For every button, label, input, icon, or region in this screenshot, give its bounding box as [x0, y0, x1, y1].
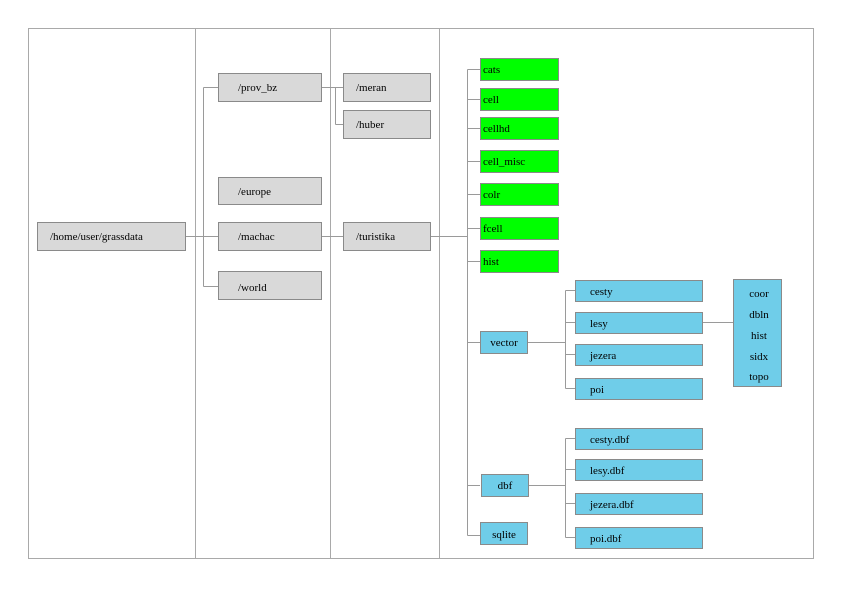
node-hist: hist	[480, 250, 559, 273]
node-label: cesty.dbf	[590, 434, 630, 446]
node-cellhd: cellhd	[480, 117, 559, 140]
node-label: colr	[483, 189, 500, 201]
node-dbf: dbf	[481, 474, 529, 497]
file-label: coor	[749, 288, 769, 300]
node-fcell: fcell	[480, 217, 559, 240]
node-label: /meran	[356, 82, 387, 94]
connectors-vector	[528, 290, 733, 389]
node-cell: cell	[480, 88, 559, 111]
node-turistika: /turistika	[343, 222, 431, 251]
node-label: /europe	[238, 186, 271, 198]
node-label: /home/user/grassdata	[50, 231, 143, 243]
node-root: /home/user/grassdata	[37, 222, 186, 251]
node-jezera: jezera	[575, 344, 703, 366]
node-label: cellhd	[483, 123, 510, 135]
connectors-turistika	[431, 69, 480, 536]
node-label: cesty	[590, 286, 613, 298]
node-label: cell_misc	[483, 156, 525, 168]
connectors-root	[186, 87, 218, 287]
node-lesy: lesy	[575, 312, 703, 334]
connectors-dbf	[529, 438, 575, 538]
node-label: poi.dbf	[590, 533, 622, 545]
node-cell-misc: cell_misc	[480, 150, 559, 173]
node-label: cell	[483, 94, 499, 106]
node-machac: /machac	[218, 222, 322, 251]
file-label: sidx	[750, 351, 769, 363]
node-poi-dbf: poi.dbf	[575, 527, 703, 549]
node-huber: /huber	[343, 110, 431, 139]
node-lesy-dbf: lesy.dbf	[575, 459, 703, 481]
file-label: topo	[749, 371, 769, 383]
node-vector: vector	[480, 331, 528, 354]
node-vector-files: coor dbln hist sidx topo	[733, 279, 782, 387]
node-label: dbf	[498, 480, 513, 492]
node-prov-bz: /prov_bz	[218, 73, 322, 102]
node-cats: cats	[480, 58, 559, 81]
node-label: lesy	[590, 318, 608, 330]
node-cesty-dbf: cesty.dbf	[575, 428, 703, 450]
node-europe: /europe	[218, 177, 322, 205]
node-sqlite: sqlite	[480, 522, 528, 545]
node-label: sqlite	[492, 529, 516, 541]
file-label: hist	[751, 330, 767, 342]
node-label: poi	[590, 384, 604, 396]
node-label: /machac	[238, 231, 275, 243]
node-jezera-dbf: jezera.dbf	[575, 493, 703, 515]
node-label: jezera	[589, 350, 616, 362]
node-label: /huber	[356, 119, 384, 131]
node-label: hist	[483, 256, 499, 268]
node-label: fcell	[483, 223, 503, 235]
node-label: /world	[238, 282, 267, 294]
file-label: dbln	[749, 309, 769, 321]
node-label: cats	[483, 64, 500, 76]
node-label: jezera.dbf	[589, 499, 634, 511]
node-label: /prov_bz	[238, 82, 277, 94]
diagram-frame	[28, 28, 814, 559]
connectors-prov-bz	[322, 87, 343, 125]
node-meran: /meran	[343, 73, 431, 102]
node-cesty: cesty	[575, 280, 703, 302]
node-colr: colr	[480, 183, 559, 206]
node-poi: poi	[575, 378, 703, 400]
node-label: lesy.dbf	[590, 465, 625, 477]
node-label: vector	[490, 337, 518, 349]
node-label: /turistika	[356, 231, 395, 243]
node-world: /world	[218, 271, 322, 300]
